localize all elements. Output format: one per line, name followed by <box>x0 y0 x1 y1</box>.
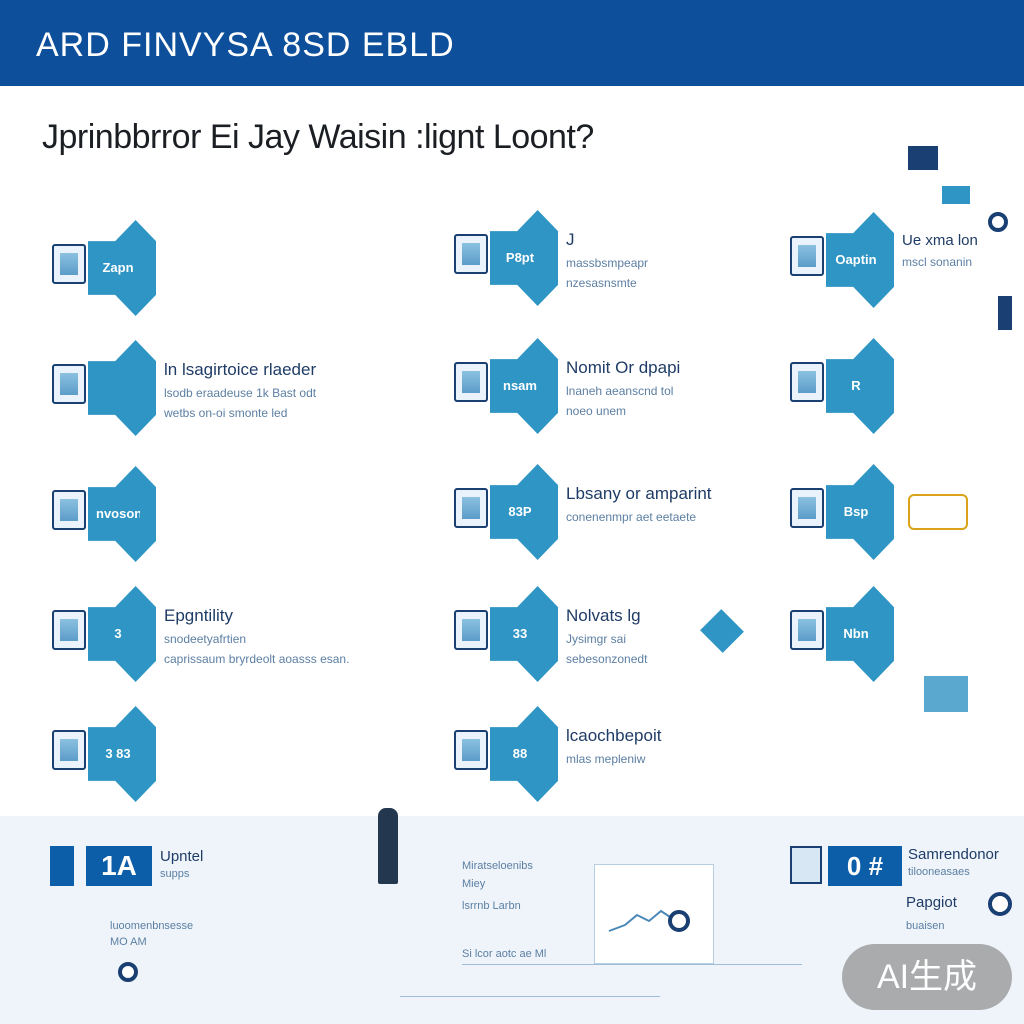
card-1-thumbnail <box>52 244 86 284</box>
top-banner: ARD FINVYSA 8SD EBLD <box>0 0 1024 86</box>
left-note-2: MO AM <box>110 936 147 948</box>
card-7: nvosonal <box>52 466 372 566</box>
card-4-arrow <box>88 340 156 436</box>
right-title: Samrendonor <box>908 846 999 863</box>
card-5: nsam Nomit Or dpapi lnaneh aeanscnd tol … <box>454 338 774 438</box>
left-note-1: luoomenbnsesse <box>110 920 194 932</box>
card-8-arrow: 83P <box>490 464 558 560</box>
card-11-thumbnail <box>454 610 488 650</box>
card-2-line-1: massbsmpeapr <box>566 256 649 270</box>
card-2: P8pt J massbsmpeapr nzesasnsmte <box>454 210 774 310</box>
card-3-thumbnail <box>790 236 824 276</box>
document-icon <box>50 846 74 886</box>
people-icon <box>924 676 968 712</box>
card-10-line-2: caprissaum bryrdeolt aoasss esan. <box>164 652 350 666</box>
left-circle-icon <box>118 962 138 982</box>
banner-title: ARD FINVYSA 8SD EBLD <box>36 26 455 64</box>
page-title: Jprinbbrror Ei Jay Waisin :lignt Loont? <box>42 118 594 156</box>
left-title: Upntel <box>160 848 204 865</box>
network-icon <box>908 494 968 530</box>
card-4: ln lsagirtoice rlaeder lsodb eraadeuse 1… <box>52 340 372 440</box>
card-2-thumbnail <box>454 234 488 274</box>
card-9-thumbnail <box>790 488 824 528</box>
badge-left: 1A <box>86 846 152 886</box>
card-11-arrow: 33 <box>490 586 558 682</box>
card-11-line-1: Jysimgr sai <box>566 632 627 646</box>
card-7-thumbnail <box>52 490 86 530</box>
card-14-arrow: 88 <box>490 706 558 802</box>
mid-line-1: Miratseloenibs <box>462 860 533 872</box>
card-4-line-1: lsodb eraadeuse 1k Bast odt <box>164 386 317 400</box>
card-10: 3 Epgntility snodeetyafrtien caprissaum … <box>52 586 372 686</box>
card-4-thumbnail <box>52 364 86 404</box>
card-5-line-1: lnaneh aeanscnd tol <box>566 384 674 398</box>
card-5-thumbnail <box>454 362 488 402</box>
left-subtitle: supps <box>160 868 190 880</box>
card-3-line-1: mscl sonanin <box>902 255 973 269</box>
right-title-2: Papgiot <box>906 894 957 911</box>
card-12: Nbn <box>790 586 1024 686</box>
card-9-arrow: Bsp <box>826 464 894 560</box>
card-10-arrow: 3 <box>88 586 156 682</box>
badge-right: 0 # <box>828 846 902 886</box>
card-12-arrow: Nbn <box>826 586 894 682</box>
card-5-arrow: nsam <box>490 338 558 434</box>
bottom-divider <box>462 964 802 965</box>
card-3-arrow: Oaptin <box>826 212 894 308</box>
card-10-thumbnail <box>52 610 86 650</box>
trend-line <box>608 909 674 932</box>
card-11-line-2: sebesonzonedt <box>566 652 648 666</box>
right-subtitle: tilooneasaes <box>908 866 970 878</box>
card-14-line-1: mlas mepleniw <box>566 752 646 766</box>
mid-line-2: Miey <box>462 878 486 890</box>
card-12-thumbnail <box>790 610 824 650</box>
card-13-arrow: 3 83 <box>88 706 156 802</box>
card-8-thumbnail <box>454 488 488 528</box>
card-8: 83P Lbsany or amparint conenenmpr aet ee… <box>454 464 774 564</box>
card-6: R <box>790 338 1024 438</box>
card-14: 88 lcaochbepoit mlas mepleniw <box>454 706 774 806</box>
ai-generated-watermark: AI生成 <box>842 944 1012 1010</box>
card-5-line-2: noeo unem <box>566 404 627 418</box>
circle-icon <box>988 212 1008 232</box>
card-11: 33 Nolvats lg Jysimgr sai sebesonzonedt <box>454 586 774 686</box>
card-14-thumbnail <box>454 730 488 770</box>
card-6-arrow: R <box>826 338 894 434</box>
chart-icon <box>908 146 938 170</box>
card-14-title: lcaochbepoit <box>566 726 662 745</box>
card-1: Zapn <box>52 220 372 320</box>
mid-line-4: Si lcor aotc ae Ml <box>462 948 547 960</box>
card-7-arrow: nvosonal <box>88 466 156 562</box>
card-10-title: Epgntility <box>164 606 233 625</box>
card-2-title: J <box>566 230 575 249</box>
card-5-title: Nomit Or dpapi <box>566 358 681 377</box>
right-circle-icon <box>988 892 1012 916</box>
card-6-thumbnail <box>790 362 824 402</box>
card-4-title: ln lsagirtoice rlaeder <box>164 360 317 379</box>
card-11-title: Nolvats lg <box>566 606 641 625</box>
figure-icon <box>998 296 1012 330</box>
card-9: Bsp <box>790 464 1024 564</box>
card-2-line-2: nzesasnsmte <box>566 276 637 290</box>
right-subtitle-2: buaisen <box>906 920 945 932</box>
globe-icon <box>668 910 690 932</box>
image-icon <box>790 846 822 884</box>
bottom-divider-2 <box>400 996 660 997</box>
card-8-title: Lbsany or amparint <box>566 484 712 503</box>
card-1-arrow: Zapn <box>88 220 156 316</box>
card-3: Oaptin Ue xma lon mscl sonanin <box>790 212 1024 312</box>
person-figure-icon <box>378 808 398 884</box>
card-4-line-2: wetbs on-oi smonte led <box>164 406 288 420</box>
card-10-line-1: snodeetyafrtien <box>164 632 247 646</box>
card-2-arrow: P8pt <box>490 210 558 306</box>
card-8-line-1: conenenmpr aet eetaete <box>566 510 697 524</box>
mid-line-3: lsrrnb Larbn <box>462 900 521 912</box>
card-13-thumbnail <box>52 730 86 770</box>
card-3-title: Ue xma lon <box>902 232 978 249</box>
card-13: 3 83 <box>52 706 372 806</box>
card-icon <box>942 186 970 204</box>
mini-chart-panel <box>594 864 714 964</box>
